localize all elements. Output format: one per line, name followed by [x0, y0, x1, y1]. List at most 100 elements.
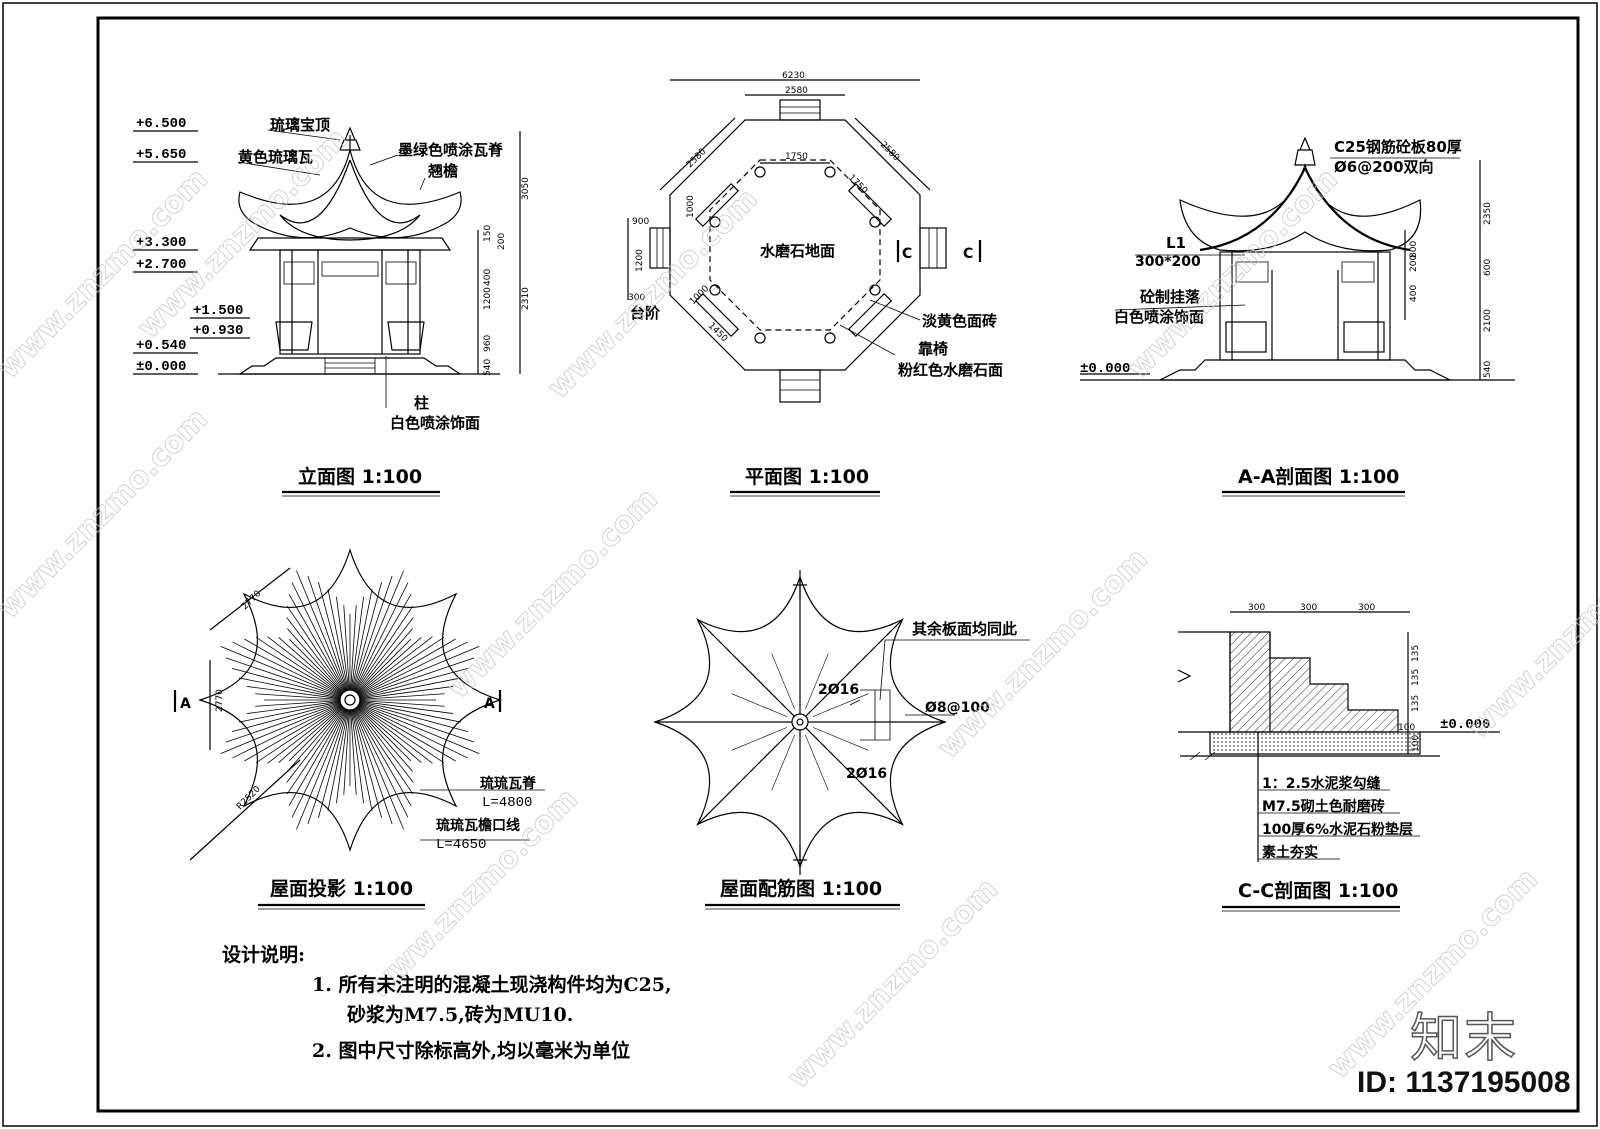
- section-aa-view: ±0.000 2350 600 2100 540 800 200 400 C25…: [1080, 136, 1515, 497]
- cc-layer-brick: M7.5砌土色耐磨砖: [1262, 798, 1385, 815]
- roof-tile-line: [307, 709, 348, 825]
- cc-dim-100b: 100: [1411, 735, 1421, 752]
- roof-tile-line: [286, 617, 345, 693]
- plan-dim-1200: 1200: [635, 249, 645, 272]
- aa-dim-600: 600: [1483, 259, 1493, 276]
- callout-glazed-finial: 琉璃宝顶: [270, 116, 330, 134]
- level-0540: +0.540: [136, 338, 186, 354]
- roof-tile-line: [244, 704, 342, 762]
- dim-2310: 2310: [521, 287, 531, 310]
- roof-tile-line: [225, 702, 341, 743]
- label-yellow-tile: 淡黄色面砖: [922, 312, 997, 330]
- roof-tile-line: [359, 700, 454, 714]
- dim-400: 400: [483, 269, 493, 286]
- roof-tile-line: [286, 605, 345, 692]
- roof-tile-line: [353, 709, 404, 830]
- roof-tile-line: [358, 704, 468, 759]
- roof-tile-line: [359, 701, 461, 723]
- roof-tile-line: [356, 706, 412, 762]
- roof-tile-line: [354, 582, 409, 692]
- note-1-line-2: 砂浆为M7.5,砖为MU10.: [347, 1004, 574, 1026]
- rebar-rib-line: [697, 619, 795, 717]
- roof-tile-line: [357, 637, 422, 694]
- roof-dim-2770a: 2770: [240, 589, 263, 612]
- cc-dim-135a: 135: [1411, 645, 1421, 662]
- roof-tile-line: [355, 707, 414, 783]
- roof-tile-line: [350, 709, 364, 804]
- plan-dim-900: 900: [632, 217, 649, 227]
- watermark-text: www.znzmo.com: [441, 482, 665, 706]
- rebar-panel-line: [731, 727, 788, 751]
- roof-tile-line: [355, 617, 414, 693]
- roof-tile-line: [327, 709, 349, 811]
- plan-dim-300: 300: [628, 293, 645, 303]
- plan-dim-1450: 1450: [706, 321, 729, 344]
- roof-tile-line: [232, 702, 341, 732]
- roof-tile-line: [350, 596, 364, 691]
- roof-section-mark-a2: A: [484, 696, 495, 712]
- roof-tile-line: [359, 693, 445, 700]
- roof-tile-line: [327, 589, 349, 691]
- roof-tile-line: [220, 703, 341, 754]
- watermark-text: www.znzmo.com: [931, 542, 1155, 766]
- roof-tile-line: [351, 709, 373, 811]
- roof-tile-line: [359, 702, 475, 743]
- plan-dim-2580c: 2580: [878, 140, 901, 163]
- roof-tile-line: [296, 570, 347, 691]
- roof-tile-line: [358, 636, 445, 695]
- dim-3050: 3050: [521, 177, 531, 200]
- rebar-rib-line: [697, 727, 795, 825]
- callout-green-ridge: 墨绿色喷涂瓦脊: [398, 141, 504, 159]
- roof-tile-line: [359, 700, 445, 707]
- roof-tile-line: [255, 636, 342, 695]
- roof-tile-line: [359, 703, 480, 754]
- level-5650: +5.650: [136, 147, 186, 163]
- roof-tile-line: [358, 704, 456, 762]
- roof-tile-line: [278, 706, 343, 763]
- section-cc-title: C-C剖面图 1:100: [1238, 879, 1398, 902]
- roof-tile-line: [286, 708, 345, 795]
- cc-dim-300a: 300: [1248, 603, 1265, 613]
- aa-dim-540: 540: [1483, 361, 1493, 378]
- roof-tile-line: [356, 638, 412, 694]
- roof-tile-line: [356, 707, 413, 772]
- cc-dim-300c: 300: [1358, 603, 1375, 613]
- roof-tile-line: [359, 702, 468, 732]
- level-1500: +1.500: [193, 303, 243, 319]
- drawing-frame: [96, 16, 1580, 1113]
- design-notes: 设计说明: 1. 所有未注明的混凝土现浇构件均为C25, 砂浆为M7.5,砖为M…: [222, 940, 672, 1066]
- roof-tile-line: [343, 709, 350, 795]
- roof-callout-ridge: 琉琉瓦脊: [480, 775, 537, 792]
- roof-tile-line: [355, 708, 414, 795]
- roof-tile-line: [278, 637, 343, 694]
- roof-tile-line: [239, 677, 341, 699]
- roof-tile-line: [359, 657, 475, 698]
- cc-layer-cushion: 100厚6%水泥石粉垫层: [1262, 821, 1413, 838]
- roof-tile-line: [354, 708, 409, 818]
- cc-dim-135c: 135: [1411, 695, 1421, 712]
- note-2: 2. 图中尺寸除标高外,均以毫米为单位: [312, 1040, 631, 1062]
- cc-dim-300b: 300: [1300, 603, 1317, 613]
- roof-tile-line: [288, 706, 344, 762]
- roof-section-mark-a1: A: [180, 696, 191, 712]
- watermark-text: www.znzmo.com: [541, 182, 765, 406]
- callout-yellow-tile: 黄色琉璃瓦: [238, 148, 313, 166]
- roof-tile-line: [353, 570, 404, 691]
- brand-logo: 知末: [1409, 1008, 1519, 1070]
- roof-projection-title: 屋面投影 1:100: [270, 877, 413, 900]
- roof-tile-line: [358, 638, 456, 696]
- rebar-callout-2phi16b: 2Ø16: [846, 766, 887, 782]
- label-terrazzo-floor: 水磨石地面: [760, 242, 835, 260]
- roof-tile-line: [318, 709, 348, 818]
- roof-tile-line: [244, 638, 342, 696]
- roof-tile-line: [352, 575, 393, 691]
- plan-section-mark-c2: C: [963, 246, 973, 262]
- rebar-rib-line: [805, 619, 903, 717]
- roof-tile-line: [352, 582, 382, 691]
- aa-callout-beam-size: 300*200: [1135, 254, 1201, 270]
- roof-tile-line: [307, 575, 348, 691]
- roof-tile-line: [246, 700, 341, 714]
- aa-dim-400: 400: [1409, 285, 1419, 302]
- rebar-panel-line: [731, 693, 788, 717]
